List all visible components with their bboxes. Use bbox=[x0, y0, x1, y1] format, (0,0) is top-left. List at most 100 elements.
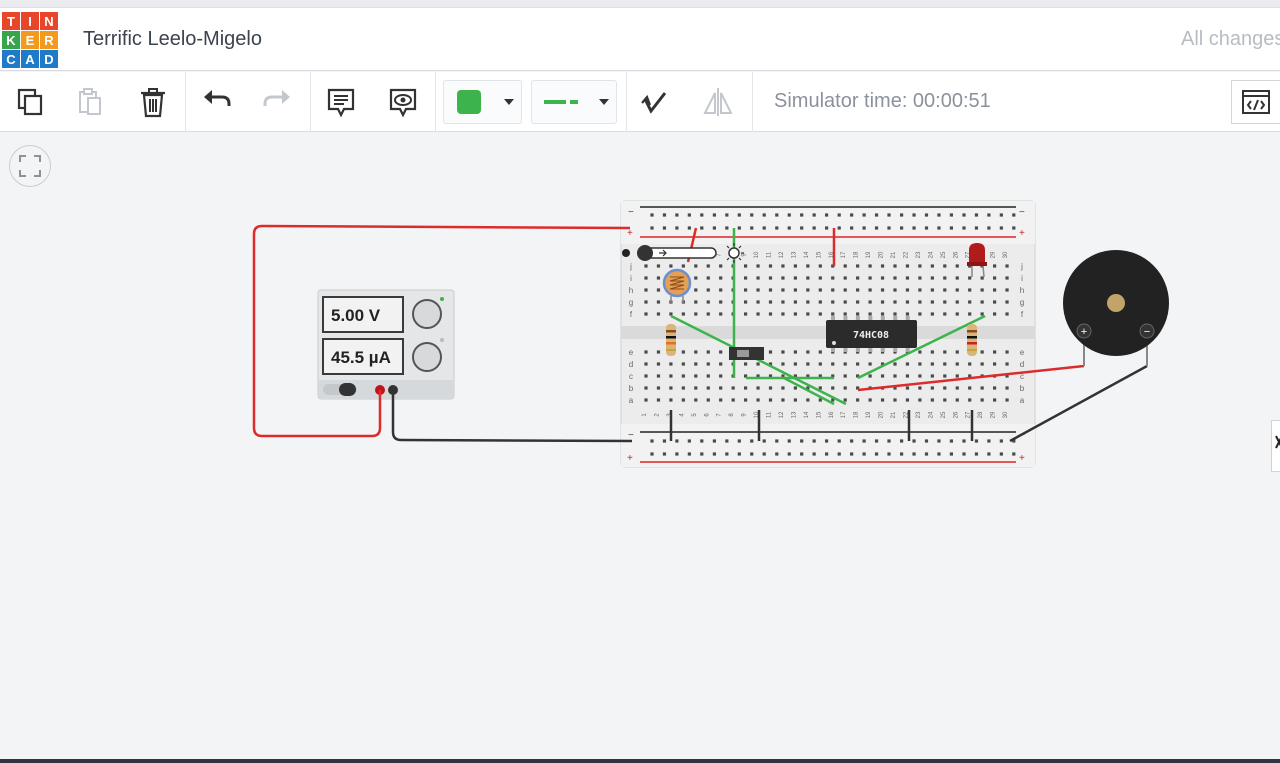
breadboard-hole[interactable] bbox=[781, 276, 785, 280]
breadboard-hole[interactable] bbox=[974, 213, 979, 217]
breadboard-hole[interactable] bbox=[868, 374, 872, 378]
breadboard-hole[interactable] bbox=[918, 276, 922, 280]
green-wire-diagonal-right[interactable] bbox=[857, 314, 986, 380]
breadboard-hole[interactable] bbox=[756, 386, 760, 390]
breadboard-hole[interactable] bbox=[687, 452, 691, 456]
breadboard-hole[interactable] bbox=[756, 398, 760, 402]
breadboard-hole[interactable] bbox=[706, 374, 710, 378]
breadboard-hole[interactable] bbox=[750, 452, 754, 456]
breadboard-hole[interactable] bbox=[905, 398, 910, 402]
breadboard-hole[interactable] bbox=[781, 300, 785, 304]
breadboard-hole[interactable] bbox=[812, 213, 816, 217]
breadboard-hole[interactable] bbox=[893, 288, 897, 292]
breadboard-hole[interactable] bbox=[669, 312, 673, 316]
zoom-to-fit-button[interactable] bbox=[9, 145, 51, 187]
breadboard-hole[interactable] bbox=[1005, 386, 1009, 390]
breadboard-hole[interactable] bbox=[781, 264, 785, 268]
breadboard-hole[interactable] bbox=[719, 362, 723, 366]
breadboard-hole[interactable] bbox=[968, 398, 972, 402]
breadboard-hole[interactable] bbox=[681, 398, 685, 402]
breadboard-hole[interactable] bbox=[862, 226, 866, 230]
breadboard-hole[interactable] bbox=[669, 264, 673, 268]
breadboard-hole[interactable] bbox=[656, 312, 661, 316]
breadboard-hole[interactable] bbox=[955, 374, 959, 378]
breadboard-hole[interactable] bbox=[843, 264, 847, 268]
breadboard-hole[interactable] bbox=[993, 362, 997, 366]
color-picker[interactable] bbox=[443, 80, 522, 124]
red-wire-supply-positive[interactable] bbox=[252, 224, 631, 438]
breadboard-hole[interactable] bbox=[905, 300, 910, 304]
breadboard-hole[interactable] bbox=[681, 386, 685, 390]
breadboard-hole[interactable] bbox=[856, 276, 860, 280]
breadboard-hole[interactable] bbox=[955, 300, 959, 304]
breadboard-hole[interactable] bbox=[700, 452, 704, 456]
breadboard-hole[interactable] bbox=[843, 276, 847, 280]
breadboard-hole[interactable] bbox=[856, 362, 860, 366]
breadboard-hole[interactable] bbox=[955, 264, 959, 268]
breadboard-hole[interactable] bbox=[930, 362, 934, 366]
breadboard-hole[interactable] bbox=[837, 213, 841, 217]
breadboard-hole[interactable] bbox=[918, 312, 922, 316]
breadboard-hole[interactable] bbox=[725, 452, 729, 456]
breadboard-hole[interactable] bbox=[893, 362, 897, 366]
breadboard-hole[interactable] bbox=[943, 300, 947, 304]
black-wire-buzzer[interactable] bbox=[1009, 364, 1148, 443]
breadboard-hole[interactable] bbox=[980, 288, 984, 292]
breadboard-hole[interactable] bbox=[980, 386, 984, 390]
breadboard-hole[interactable] bbox=[756, 312, 760, 316]
breadboard-hole[interactable] bbox=[843, 398, 847, 402]
breadboard-hole[interactable] bbox=[687, 213, 691, 217]
breadboard-hole[interactable] bbox=[930, 374, 934, 378]
breadboard-hole[interactable] bbox=[644, 300, 648, 304]
breadboard-hole[interactable] bbox=[880, 362, 885, 366]
breadboard-hole[interactable] bbox=[681, 264, 685, 268]
breadboard-hole[interactable] bbox=[943, 386, 947, 390]
breadboard-hole[interactable] bbox=[999, 226, 1003, 230]
breadboard-hole[interactable] bbox=[793, 350, 797, 354]
breadboard-hole[interactable] bbox=[999, 213, 1003, 217]
breadboard-hole[interactable] bbox=[650, 452, 654, 456]
black-wire-supply-negative[interactable] bbox=[391, 390, 633, 443]
breadboard-hole[interactable] bbox=[900, 452, 904, 456]
breadboard-hole[interactable] bbox=[831, 386, 835, 390]
breadboard-hole[interactable] bbox=[756, 264, 760, 268]
breadboard-hole[interactable] bbox=[930, 300, 934, 304]
breadboard-hole[interactable] bbox=[744, 264, 748, 268]
breadboard-hole[interactable] bbox=[943, 276, 947, 280]
resistor-right[interactable] bbox=[967, 324, 977, 356]
breadboard-hole[interactable] bbox=[962, 226, 966, 230]
redo-button[interactable] bbox=[255, 80, 299, 124]
breadboard-hole[interactable] bbox=[868, 398, 872, 402]
breadboard-hole[interactable] bbox=[880, 300, 885, 304]
breadboard-hole[interactable] bbox=[825, 439, 829, 443]
breadboard-hole[interactable] bbox=[687, 226, 691, 230]
breadboard-hole[interactable] bbox=[968, 362, 972, 366]
breadboard-hole[interactable] bbox=[793, 300, 797, 304]
breadboard-hole[interactable] bbox=[787, 439, 791, 443]
breadboard-hole[interactable] bbox=[787, 452, 791, 456]
breadboard-hole[interactable] bbox=[856, 312, 860, 316]
breadboard-hole[interactable] bbox=[750, 439, 754, 443]
breadboard-hole[interactable] bbox=[912, 226, 916, 230]
wire-type-picker[interactable] bbox=[531, 80, 617, 124]
breadboard-hole[interactable] bbox=[744, 386, 748, 390]
breadboard-hole[interactable] bbox=[880, 264, 885, 268]
breadboard-hole[interactable] bbox=[719, 300, 723, 304]
breadboard-hole[interactable] bbox=[930, 386, 934, 390]
breadboard-hole[interactable] bbox=[762, 452, 766, 456]
breadboard-hole[interactable] bbox=[1005, 288, 1009, 292]
breadboard-hole[interactable] bbox=[694, 362, 698, 366]
breadboard-hole[interactable] bbox=[681, 350, 685, 354]
breadboard-hole[interactable] bbox=[837, 226, 841, 230]
breadboard-hole[interactable] bbox=[905, 374, 910, 378]
breadboard-hole[interactable] bbox=[874, 452, 879, 456]
breadboard-hole[interactable] bbox=[768, 350, 773, 354]
breadboard-hole[interactable] bbox=[694, 312, 698, 316]
breadboard-hole[interactable] bbox=[912, 439, 916, 443]
breadboard-hole[interactable] bbox=[800, 452, 804, 456]
breadboard-hole[interactable] bbox=[800, 439, 804, 443]
breadboard-hole[interactable] bbox=[874, 213, 879, 217]
breadboard-hole[interactable] bbox=[806, 398, 810, 402]
